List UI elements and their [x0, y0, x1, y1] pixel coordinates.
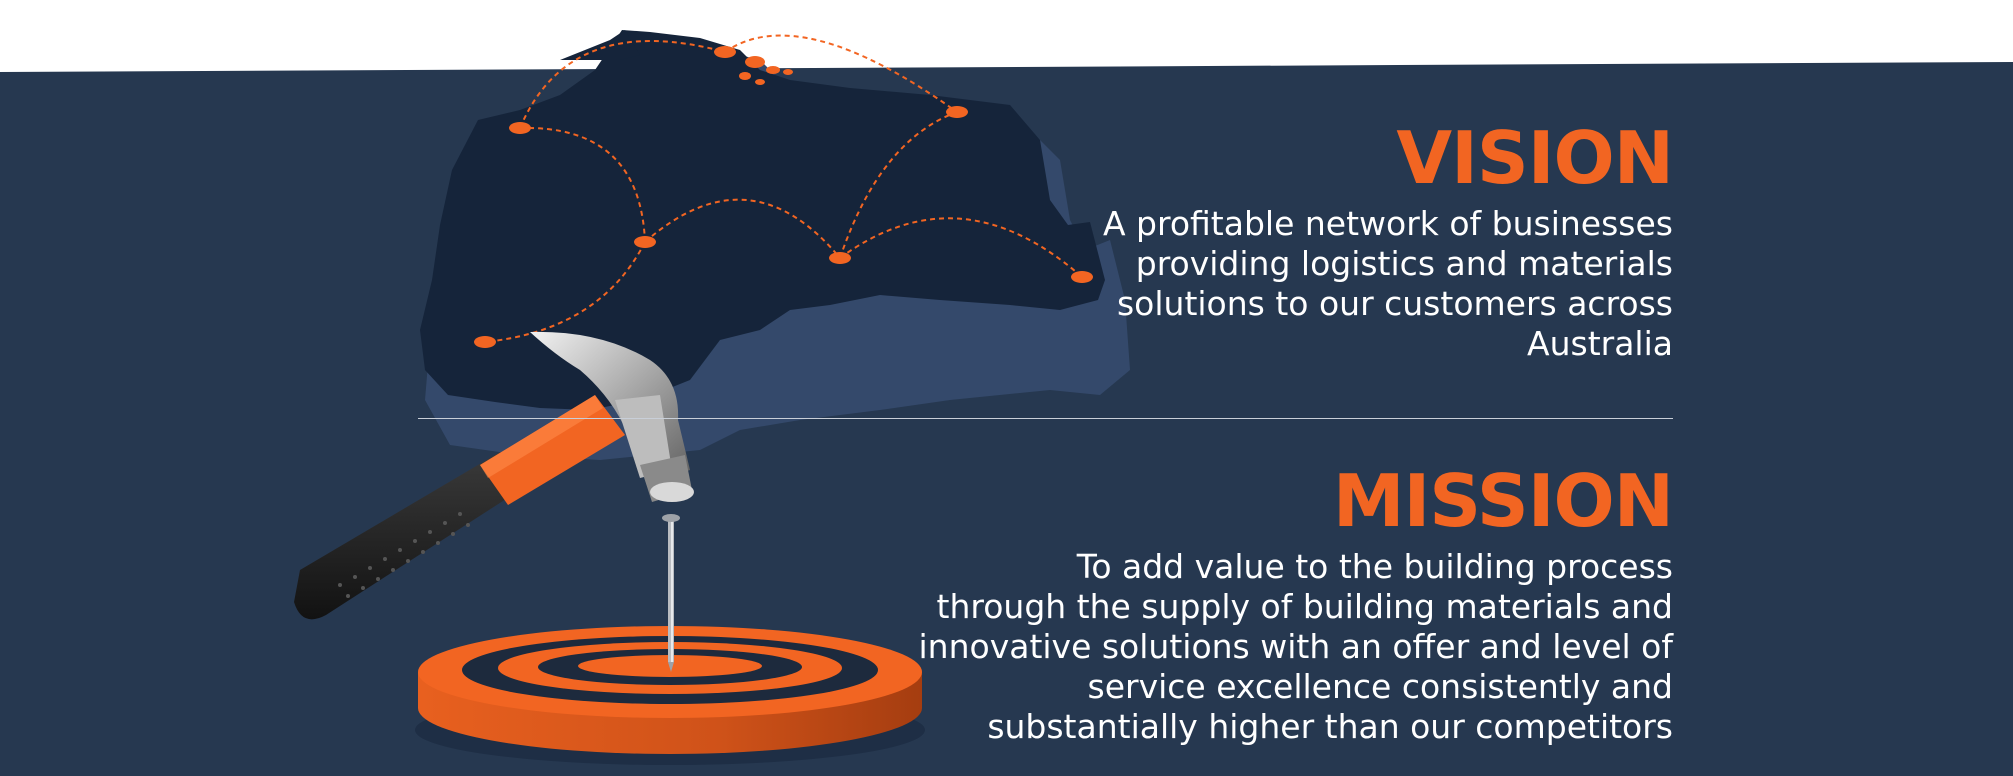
mission-section: MISSION To add value to the building pro… — [913, 459, 1675, 747]
mission-text: To add value to the building process thr… — [918, 547, 1674, 746]
city-dots — [474, 46, 1093, 348]
nail-icon — [662, 514, 680, 672]
section-divider — [418, 418, 1673, 419]
mission-heading: MISSION — [1332, 459, 1674, 543]
hammer-icon — [294, 331, 694, 620]
vision-text: A profitable network of businesses provi… — [1102, 204, 1673, 363]
vision-heading: VISION — [1396, 116, 1674, 200]
route-lines — [484, 34, 1083, 343]
vision-section: VISION A profitable network of businesse… — [1033, 116, 1674, 364]
australia-map-icon — [420, 30, 1105, 410]
